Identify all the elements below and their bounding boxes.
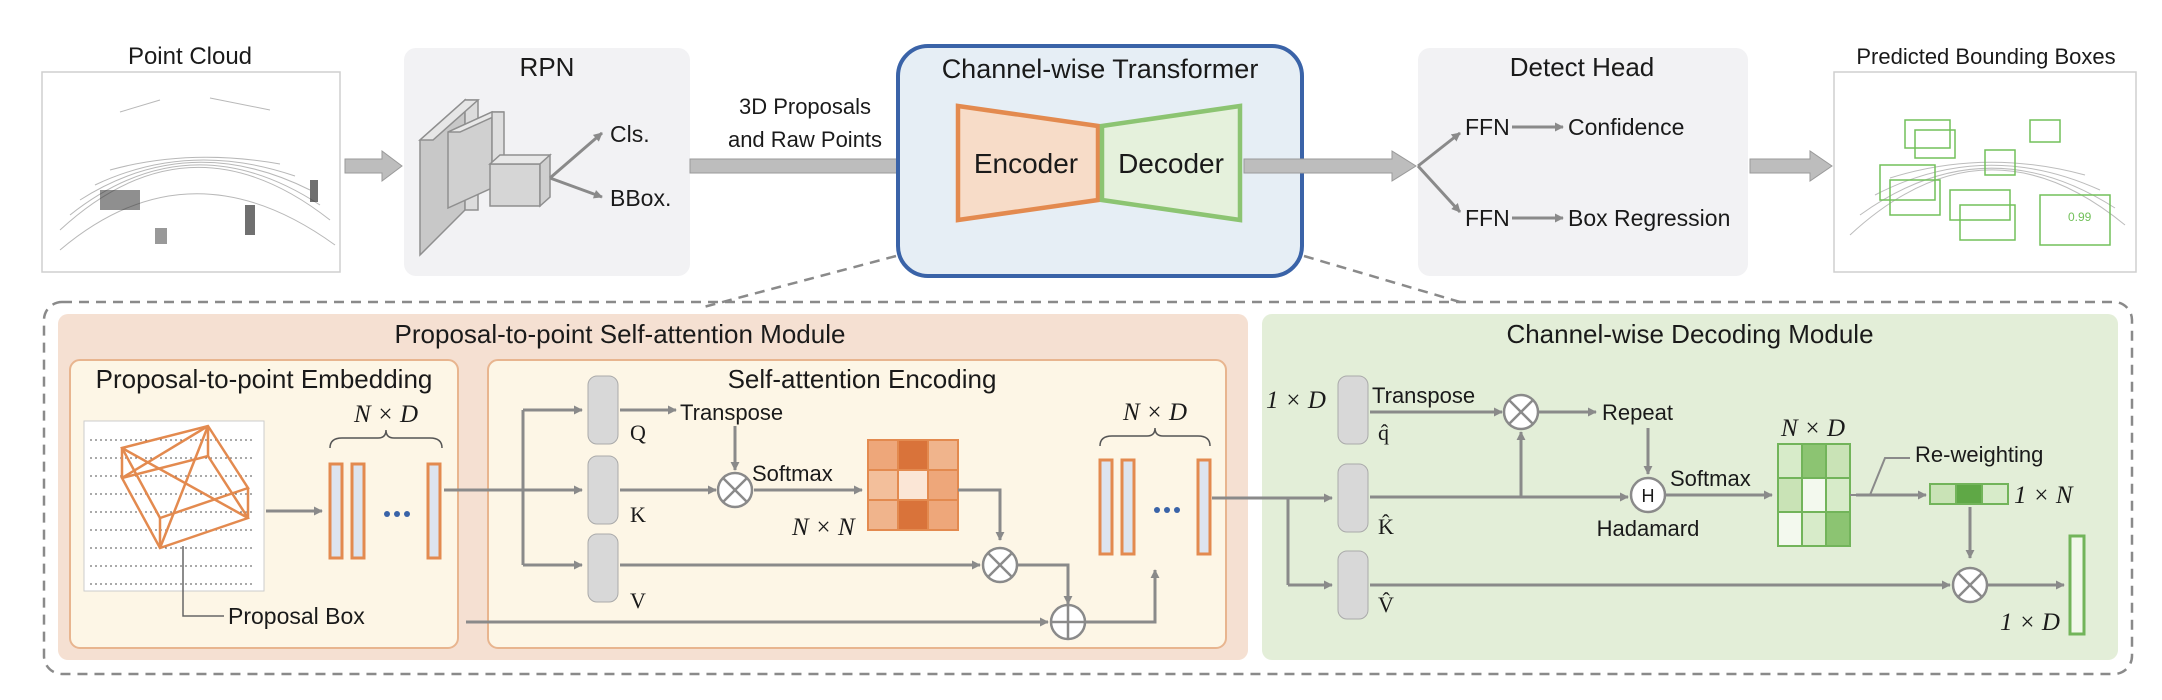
q-hat-dim: 1 × D: [1266, 387, 1326, 414]
v-label: V: [630, 588, 646, 613]
v-block: [587, 533, 619, 603]
embedding-column-2: [350, 462, 366, 560]
output-column-2: [1120, 458, 1136, 556]
encoder-label: Encoder: [974, 148, 1078, 179]
proposal-box-label: Proposal Box: [228, 603, 365, 629]
proposals-label-line2: and Raw Points: [728, 127, 882, 152]
channel-wise-transformer: Channel-wise Transformer Encoder Decoder: [896, 44, 1304, 278]
rpn-panel: RPN Cls. BBox.: [404, 48, 690, 276]
reweighting-label: Re-weighting: [1915, 442, 2043, 467]
right-module-background: [1262, 314, 2118, 660]
decoder-label: Decoder: [1118, 148, 1224, 179]
q-block: [587, 375, 619, 445]
arrow-rpn-bbox: [549, 176, 603, 199]
hadamard-symbol: H: [1642, 486, 1655, 506]
weight-map-nxd: N × D: [1780, 415, 1845, 442]
ffn-label-2: FFN: [1465, 205, 1510, 231]
repeat-label: Repeat: [1602, 400, 1673, 425]
embedding-point-image: [83, 420, 265, 592]
predicted-label: Predicted Bounding Boxes: [1856, 44, 2115, 69]
ffn-label-1: FFN: [1465, 114, 1510, 140]
detect-head-background: [1418, 48, 1748, 276]
proposals-label-line1: 3D Proposals: [739, 94, 871, 119]
arrow-to-ffn-2: [1416, 164, 1462, 214]
predicted-boxes: [1879, 119, 2111, 246]
self-attention-box: [487, 359, 1227, 649]
v-hat-block: [1337, 550, 1369, 620]
k-block: [587, 455, 619, 525]
output-brace: [1099, 427, 1211, 447]
output-nxd: N × D: [1122, 399, 1187, 426]
reweight-1xn: 1 × N: [2014, 482, 2074, 509]
weight-map: [1777, 443, 1851, 547]
q-label: Q: [630, 420, 646, 445]
transpose-label: Transpose: [680, 400, 783, 425]
point-cloud-panel: Point Cloud: [41, 43, 341, 273]
embedding-title: Proposal-to-point Embedding: [96, 364, 433, 394]
arrow-mult-to-add: [1017, 563, 1073, 605]
arrow-to-ffn-1: [1417, 131, 1461, 168]
arrow-pc-to-rpn: [344, 150, 403, 182]
k-label: K: [630, 502, 646, 527]
arrow-attention-to-mult: [958, 488, 1005, 541]
arrow-transformer-to-head: [1243, 150, 1417, 182]
self-attention-title: Self-attention Encoding: [728, 364, 997, 394]
output-1xd: 1 × D: [2000, 609, 2060, 636]
hadamard-icon: [1629, 476, 1667, 514]
reweight-vector: [1929, 483, 2009, 505]
predicted-boxes-panel: Predicted Bounding Boxes 0.99: [1833, 44, 2137, 273]
detect-head-title: Detect Head: [1510, 52, 1655, 82]
embedding-nxd: N × D: [353, 401, 418, 428]
transformer-title: Channel-wise Transformer: [942, 54, 1259, 84]
embedding-proposal-box: [120, 424, 250, 550]
arrow-rpn-cls: [549, 131, 603, 180]
softmax-label: Softmax: [752, 461, 833, 486]
output-dots: [1154, 507, 1160, 513]
transpose-label-right: Transpose: [1372, 383, 1475, 408]
rpn-title: RPN: [520, 52, 575, 82]
channel-wise-decoding-module: Channel-wise Decoding Module 1 × D q̂ K̂…: [1212, 314, 2118, 660]
k-hat-block: [1337, 463, 1369, 533]
embedding-dots: [384, 511, 390, 517]
attention-nxn: N × N: [791, 514, 856, 541]
q-hat-label: q̂: [1378, 420, 1389, 445]
point-cloud-objects: [100, 180, 318, 244]
point-cloud-label: Point Cloud: [128, 43, 252, 70]
hadamard-label: Hadamard: [1597, 516, 1700, 541]
point-cloud-image: [41, 71, 341, 273]
embedding-column-n: [426, 462, 442, 560]
dashed-connector-left: [699, 254, 897, 310]
bbox-label: BBox.: [610, 185, 671, 211]
confidence-label: Confidence: [1568, 114, 1684, 140]
encoder-block: [955, 103, 1101, 223]
output-vector: [2068, 534, 2086, 636]
cls-label: Cls.: [610, 121, 650, 147]
v-hat-label: V̂: [1378, 592, 1394, 617]
decoder-block: [1099, 103, 1243, 223]
rpn-network-icon: [418, 98, 552, 257]
right-module-title: Channel-wise Decoding Module: [1506, 319, 1873, 349]
softmax-label-right: Softmax: [1670, 466, 1751, 491]
arrow-head-to-prediction: [1749, 150, 1833, 182]
attention-map: [867, 439, 959, 531]
predicted-scan-lines: [1849, 161, 2126, 236]
k-hat-label: K̂: [1378, 514, 1394, 539]
box-regression-label: Box Regression: [1568, 205, 1730, 231]
q-hat-block: [1337, 375, 1369, 445]
detect-head-panel: Detect Head FFN FFN Confidence Box Regre…: [1416, 48, 1748, 276]
bottom-dashed-frame: [42, 300, 2134, 676]
left-module-title: Proposal-to-point Self-attention Module: [395, 319, 846, 349]
score-label: 0.99: [2068, 210, 2092, 224]
proposal-box-leader: [182, 546, 224, 617]
embedding-brace: [329, 429, 443, 449]
arrow-add-to-output: [1085, 569, 1160, 624]
output-column-1: [1098, 458, 1114, 556]
proposal-to-point-module: Proposal-to-point Self-attention Module …: [58, 314, 1248, 660]
output-column-n: [1196, 458, 1212, 556]
embedding-column-1: [328, 462, 344, 560]
